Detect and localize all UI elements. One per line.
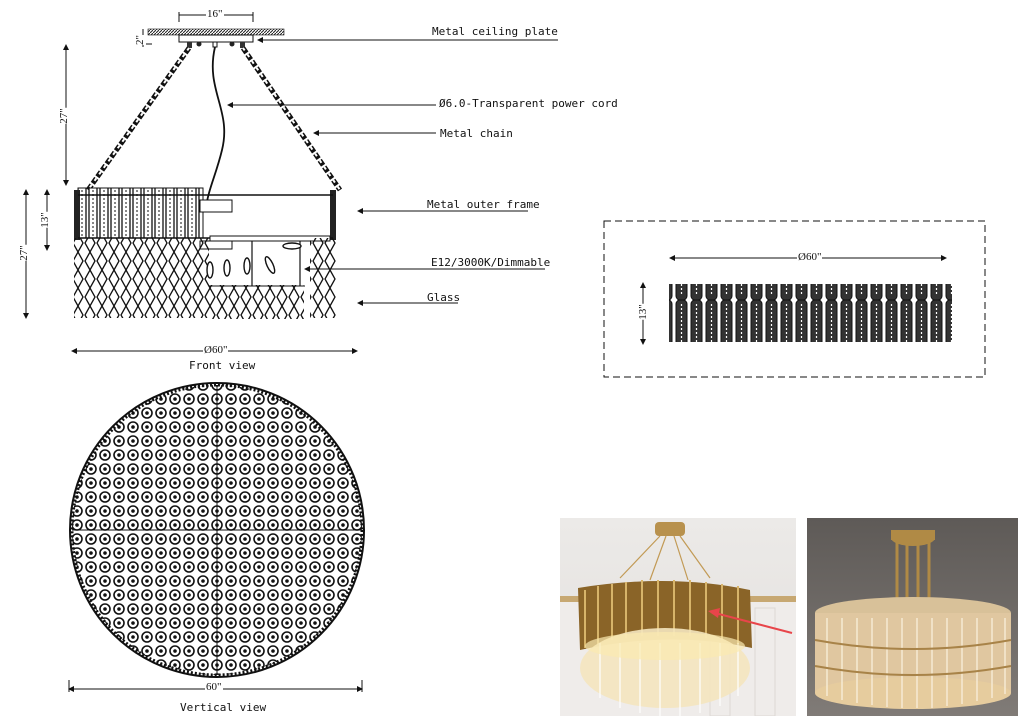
body-height-dimension: 27" <box>17 245 30 261</box>
callout-metal-outer-frame: Metal outer frame <box>427 198 540 211</box>
callout-bulb-spec: E12/3000K/Dimmable <box>431 256 551 269</box>
callout-metal-ceiling-plate: Metal ceiling plate <box>432 25 558 38</box>
gold-frame-photo <box>560 518 796 716</box>
side-height-dimension: 13" <box>636 304 649 320</box>
glass-tier-photo <box>807 518 1018 716</box>
side-diameter-dimension: Ø60" <box>797 251 823 263</box>
plate-width-dimension: 16" <box>206 8 224 20</box>
vertical-view-caption: Vertical view <box>180 701 267 714</box>
vertical-diameter-dimension: 60" <box>205 681 223 693</box>
plate-height-dimension: 2" <box>134 35 146 45</box>
callout-glass: Glass <box>427 291 461 304</box>
callout-metal-chain: Metal chain <box>440 127 513 140</box>
frame-height-dimension: 13" <box>38 212 51 228</box>
chain-length-dimension: 27" <box>57 108 70 124</box>
front-diameter-dimension: Ø60" <box>203 344 229 356</box>
front-view-caption: Front view <box>189 359 256 372</box>
callout-power-cord: Ø6.0-Transparent power cord <box>439 97 618 110</box>
